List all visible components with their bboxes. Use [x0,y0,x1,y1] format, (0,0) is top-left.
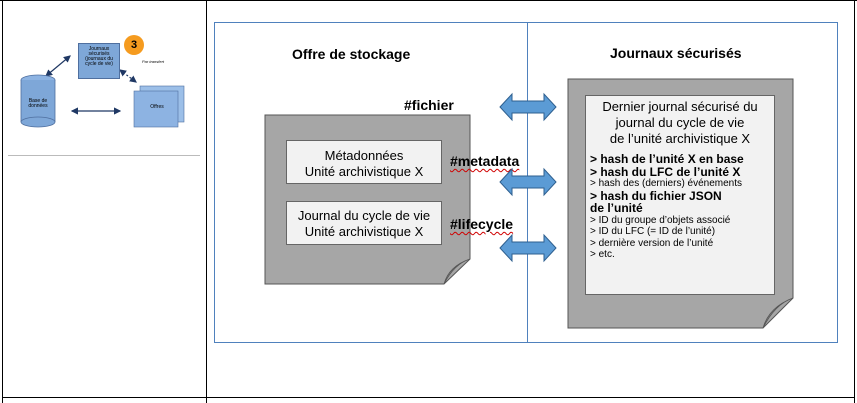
lifecycle-box-line2: Unité archivistique X [304,224,424,239]
table-row-divider [2,397,854,398]
arrow-lifecycle [499,233,557,263]
lifecycle-box: Journal du cycle de vie Unité archivisti… [286,201,442,245]
thumbnail-offers-label: Offres [150,104,164,110]
tag-metadata: #metadata [450,153,520,169]
journal-item-hash-unit: > hash de l’unité X en base [590,152,744,166]
thumbnail-underline [8,155,200,156]
metadata-box: Métadonnées Unité archivistique X [286,140,442,184]
thumbnail-by-transfer-label: Par transfert [142,59,165,64]
journal-item-id-lfc: > ID du LFC (= ID de l’unité) [590,226,716,237]
journal-item-id-group: > ID du groupe d’objets associé [590,214,731,226]
metadata-box-line2: Unité archivistique X [304,164,424,179]
arrow-fichier [499,92,557,122]
right-section-title: Journaux sécurisés [610,45,742,61]
thumbnail-journals-box: Journaux sécurisés (journaux du cycle de… [78,43,120,79]
step-number-badge: 3 [124,35,144,55]
journal-item-hash-json-cont: de l’unité [590,201,643,215]
metadata-box-line1: Métadonnées [324,148,404,163]
storage-diagram-frame [214,22,838,343]
thumbnail-diagram: Journaux sécurisés (journaux du cycle de… [8,28,200,153]
journal-title: Dernier journal sécurisé du journal du c… [590,99,770,147]
lifecycle-box-line1: Journal du cycle de vie [297,208,431,223]
journal-item-hash-events: > hash des (derniers) événements [590,178,743,189]
journal-item-last-version: > dernière version de l’unité [590,237,714,249]
tag-fichier: #fichier [404,97,454,113]
journal-title-line1: Dernier journal sécurisé du [602,99,758,114]
arrow-metadata [499,167,557,197]
journal-content-box: Dernier journal sécurisé du journal du c… [585,95,775,295]
table-column-divider [206,0,207,403]
thumbnail-journals-label: Journaux sécurisés (journaux du cycle de… [85,46,113,67]
journal-title-line3: de l’unité archivistique X [609,131,751,146]
double-arrows [499,92,557,263]
left-section-title: Offre de stockage [292,46,411,62]
journal-item-hash-json: > hash du fichier JSON [590,188,722,203]
journal-title-line2: journal du cycle de vie [615,115,745,130]
table-top-border [0,0,857,1]
table-right-border [854,0,855,403]
table-left-border [2,0,3,403]
journal-item-etc: > etc. [590,249,615,260]
thumbnail-database-label: Base de données [28,98,48,109]
tag-lifecycle: #lifecycle [450,216,514,232]
journal-item-hash-lfc: > hash du LFC de l’unité X [590,164,741,179]
thumbnail-arrows [20,55,185,128]
step-number: 3 [130,39,138,51]
